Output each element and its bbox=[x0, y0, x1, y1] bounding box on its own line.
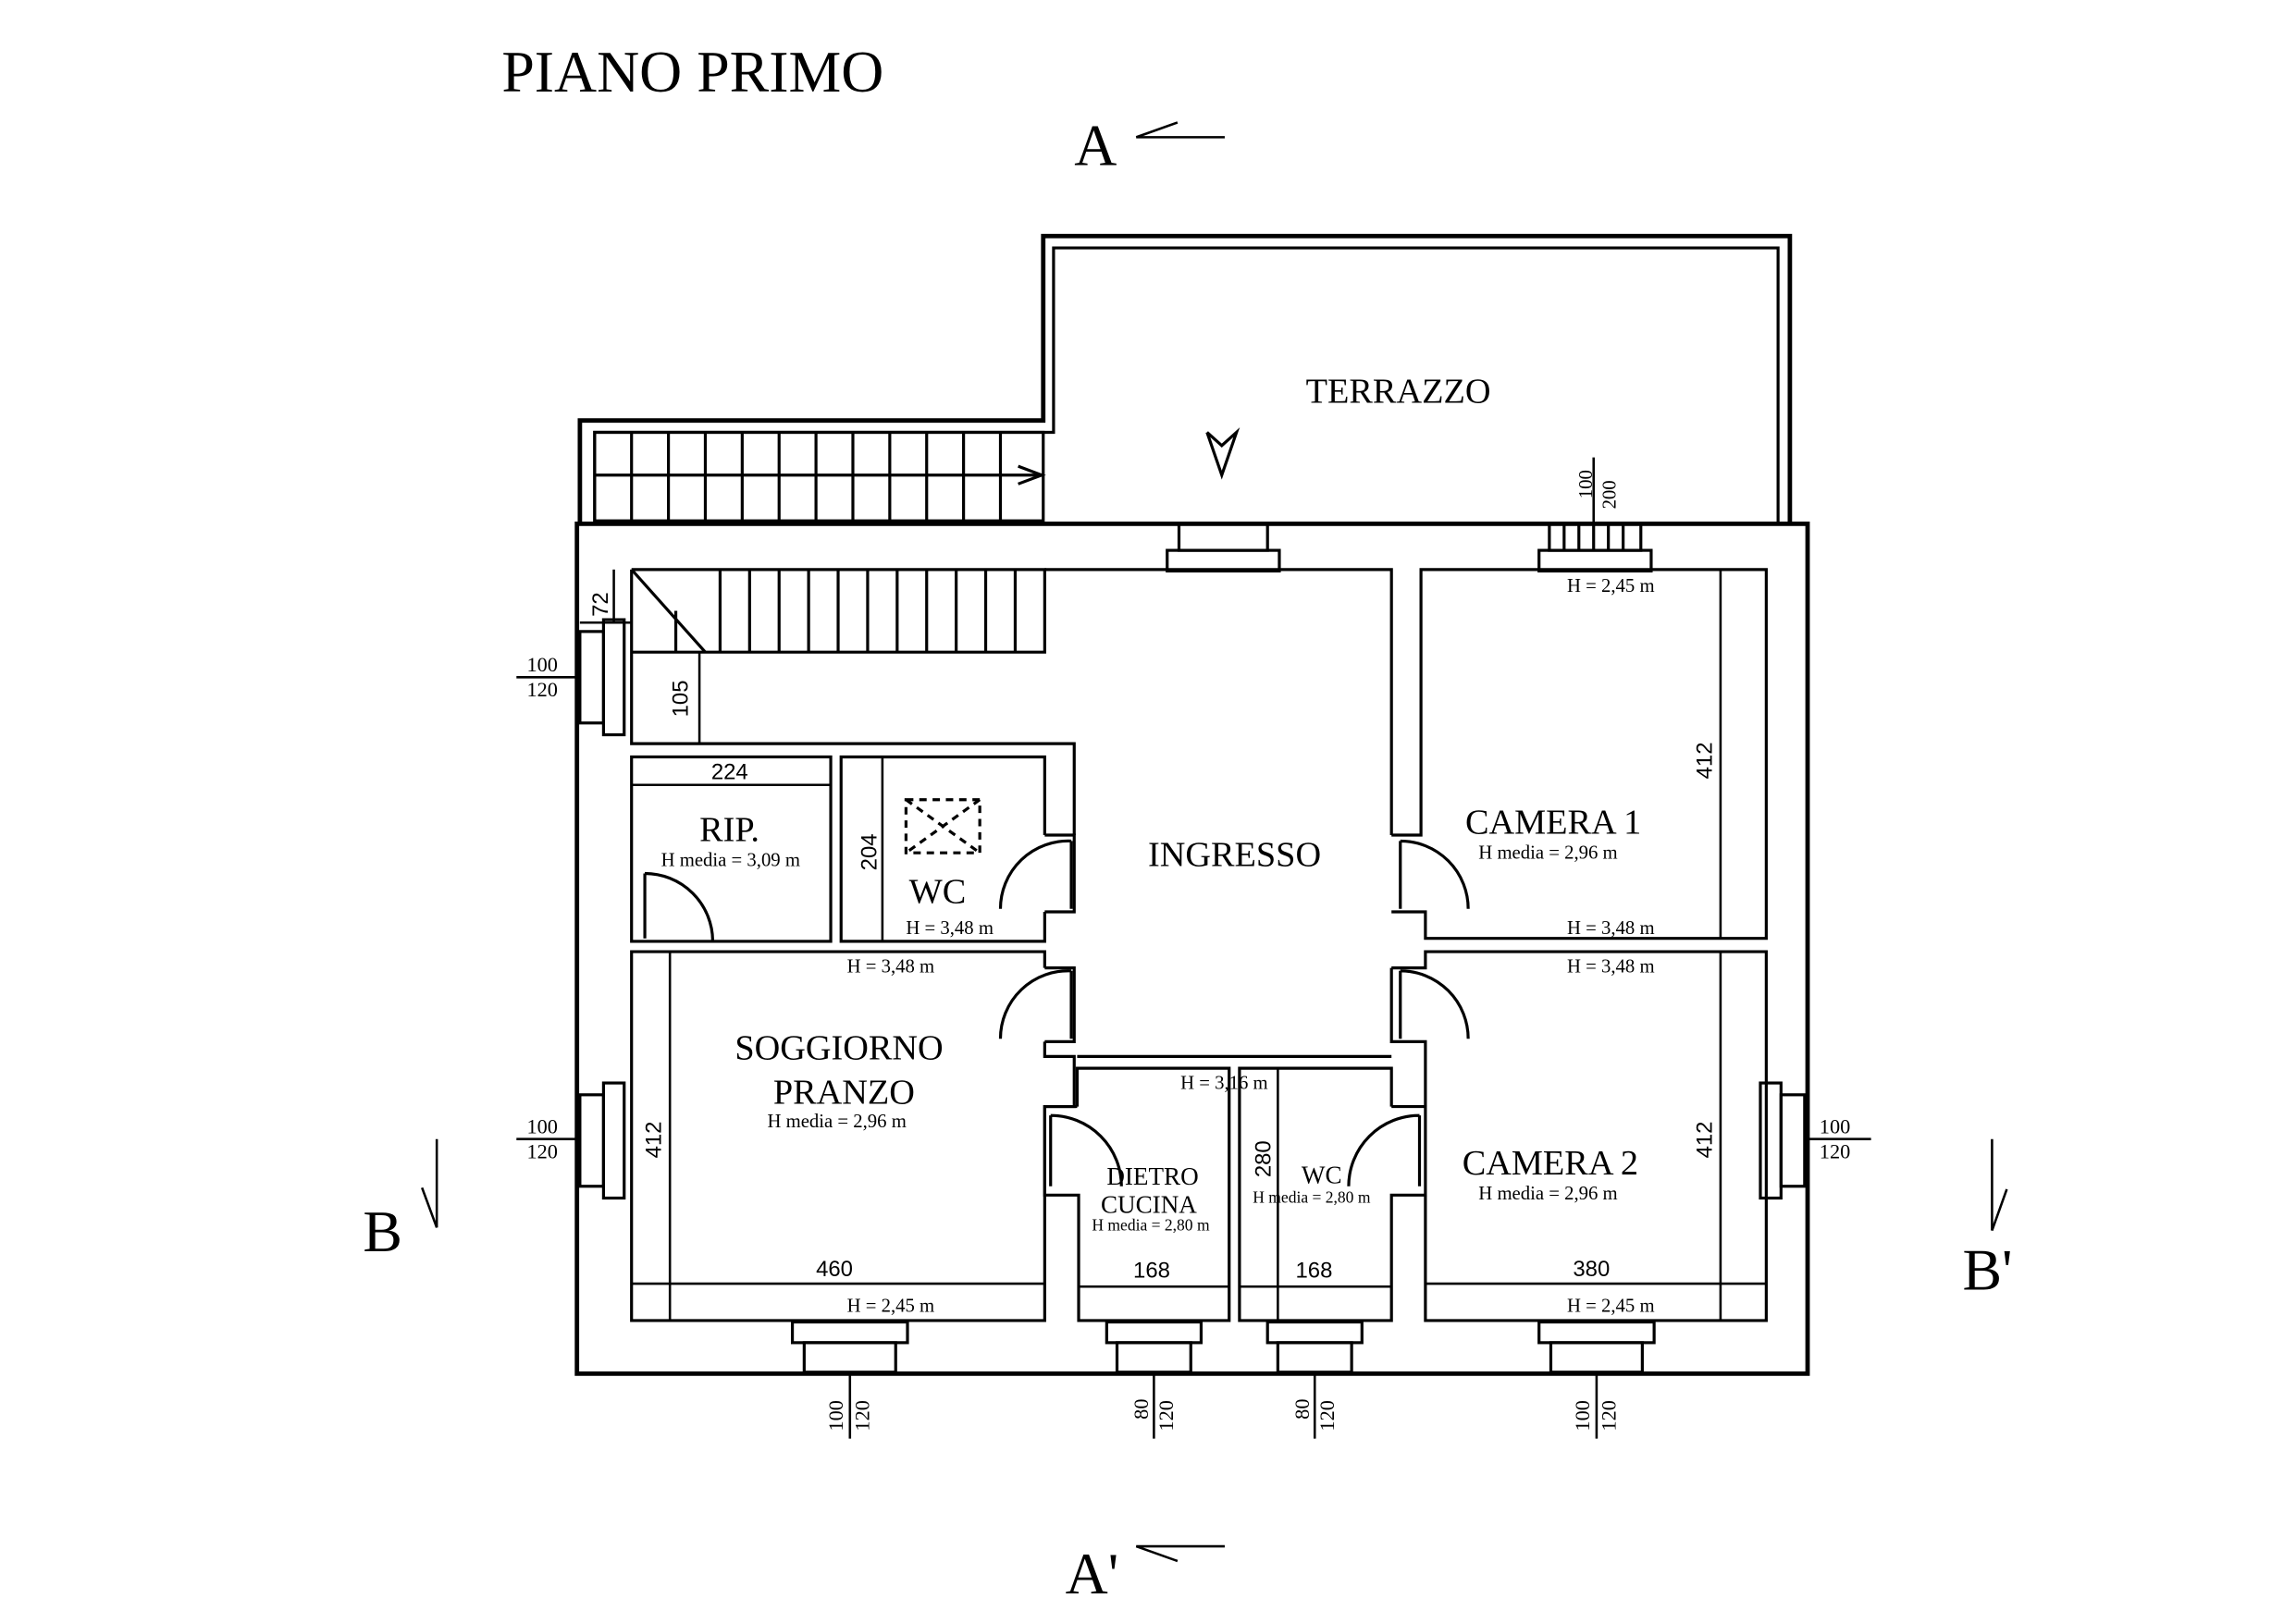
room-soggiorno-h-top: H = 3,48 m bbox=[847, 956, 935, 977]
window-left-bottom-height: 120 bbox=[526, 1139, 557, 1162]
window-right: 100 120 bbox=[1759, 1081, 1871, 1200]
window-bottom-camera2-width: 100 bbox=[1571, 1400, 1594, 1432]
window-bottom-wc: 80 120 bbox=[1265, 1320, 1364, 1439]
window-left-bottom-width: 100 bbox=[526, 1114, 557, 1137]
room-soggiorno-height: H media = 2,96 m bbox=[767, 1112, 906, 1132]
room-wc-2-height: H media = 2,80 m bbox=[1253, 1187, 1371, 1206]
dimension-stair-72: 72 bbox=[588, 592, 613, 617]
room-camera-1-label: CAMERA 1 bbox=[1465, 803, 1641, 842]
section-label-b: B bbox=[363, 1199, 402, 1264]
terrace-label: TERRAZZO bbox=[1306, 373, 1491, 412]
room-camera-1-h-bottom: H = 3,48 m bbox=[1567, 918, 1655, 939]
room-camera-1-h-top: H = 2,45 m bbox=[1567, 576, 1655, 596]
ventilation-icon bbox=[904, 798, 981, 855]
room-camera-2-height: H media = 2,96 m bbox=[1478, 1184, 1617, 1204]
window-left-bottom: 100 120 bbox=[516, 1081, 626, 1200]
dimension-stair-105: 105 bbox=[668, 680, 693, 717]
room-soggiorno: H = 3,48 m 412 SOGGIORNO PRANZO H media … bbox=[630, 950, 1076, 1322]
room-dietro-cucina-height: H media = 2,80 m bbox=[1092, 1216, 1210, 1235]
dimension-wc2-width: 168 bbox=[1296, 1259, 1333, 1284]
window-bottom-camera2: 100 120 bbox=[1537, 1320, 1656, 1439]
window-bottom-wc-width: 80 bbox=[1290, 1398, 1314, 1419]
room-camera-1: H = 2,45 m 412 CAMERA 1 H media = 2,96 m… bbox=[1391, 568, 1768, 941]
window-bottom-soggiorno: 100 120 bbox=[790, 1320, 909, 1439]
window-bottom-cucina-width: 80 bbox=[1129, 1398, 1153, 1419]
room-soggiorno-h-bottom: H = 2,45 m bbox=[847, 1296, 935, 1316]
window-bottom-cucina-height: 120 bbox=[1154, 1400, 1178, 1432]
internal-stair: 72 105 bbox=[579, 568, 1046, 744]
dimension-soggiorno-depth: 412 bbox=[642, 1122, 667, 1159]
room-dietro-cucina-label-2: CUCINA bbox=[1101, 1190, 1197, 1218]
window-top-camera1: 100 200 bbox=[1537, 457, 1653, 573]
dimension-camera2-depth: 412 bbox=[1692, 1122, 1717, 1159]
corridor-wall bbox=[630, 569, 1076, 836]
window-bottom-soggiorno-height: 120 bbox=[851, 1400, 874, 1432]
window-bottom-cucina: 80 120 bbox=[1105, 1320, 1204, 1439]
window-bottom-camera2-height: 120 bbox=[1598, 1400, 1621, 1432]
room-ingresso-label: INGRESSO bbox=[1148, 836, 1321, 875]
dimension-camera1-depth: 412 bbox=[1692, 743, 1717, 780]
room-wc-1: 204 WC H = 3,48 m bbox=[839, 755, 1076, 943]
window-bottom-soggiorno-width: 100 bbox=[824, 1400, 847, 1432]
room-ingresso-height-1: H = 3,16 m bbox=[1180, 1073, 1268, 1093]
external-stair bbox=[593, 430, 1046, 523]
room-camera-2-label: CAMERA 2 bbox=[1463, 1144, 1638, 1183]
section-marker-b-prime: B' bbox=[1963, 1138, 2013, 1302]
window-bottom-wc-height: 120 bbox=[1315, 1400, 1339, 1432]
dimension-camera2-width: 380 bbox=[1573, 1257, 1610, 1282]
section-label-b-prime: B' bbox=[1963, 1236, 2013, 1302]
room-camera-2: H = 3,48 m 412 CAMERA 2 H media = 2,96 m… bbox=[1389, 950, 1768, 1322]
room-soggiorno-label-1: SOGGIORNO bbox=[734, 1029, 943, 1068]
room-wc-1-height: H = 3,48 m bbox=[906, 918, 994, 939]
section-marker-a-prime: A' bbox=[1066, 1541, 1225, 1606]
dimension-soggiorno-width: 460 bbox=[816, 1257, 853, 1282]
dimension-dietro-cucina-width: 168 bbox=[1133, 1259, 1170, 1284]
section-marker-b: B bbox=[363, 1138, 438, 1264]
window-top-camera1-height: 200 bbox=[1600, 480, 1621, 509]
window-right-height: 120 bbox=[1820, 1139, 1850, 1162]
room-camera-2-h-top: H = 3,48 m bbox=[1567, 956, 1655, 977]
room-ripostiglio: 224 RIP. H media = 3,09 m bbox=[630, 755, 833, 943]
room-ripostiglio-height: H media = 3,09 m bbox=[661, 851, 800, 871]
room-ingresso: INGRESSO H = 3,16 m bbox=[1044, 568, 1393, 1093]
section-label-a: A bbox=[1074, 113, 1117, 178]
window-left-top-height: 120 bbox=[526, 678, 557, 701]
section-marker-a: A bbox=[1074, 113, 1225, 178]
window-left-top-width: 100 bbox=[526, 653, 557, 676]
section-label-a-prime: A' bbox=[1066, 1541, 1119, 1606]
dimension-rip-width: 224 bbox=[711, 759, 748, 784]
plan-title: PIANO PRIMO bbox=[501, 39, 883, 105]
room-wc-2: 280 WC H media = 2,80 m 168 bbox=[1238, 1066, 1427, 1322]
dimension-wc2-depth: 280 bbox=[1251, 1140, 1276, 1177]
room-wc-2-label: WC bbox=[1302, 1162, 1342, 1189]
room-camera-1-height: H media = 2,96 m bbox=[1478, 843, 1617, 864]
window-right-width: 100 bbox=[1820, 1114, 1850, 1137]
room-wc-1-label: WC bbox=[909, 872, 967, 911]
room-camera-2-h-bottom: H = 2,45 m bbox=[1567, 1296, 1655, 1316]
window-top-camera1-width: 100 bbox=[1576, 470, 1597, 498]
room-ripostiglio-label: RIP. bbox=[699, 810, 759, 849]
window-left-top: 100 120 bbox=[516, 618, 626, 737]
room-soggiorno-label-2: PRANZO bbox=[773, 1073, 915, 1112]
dimension-wc-depth: 204 bbox=[858, 833, 883, 870]
room-dietro-cucina: DIETRO CUCINA H media = 2,80 m 168 bbox=[1043, 1066, 1231, 1322]
entrance-door bbox=[1166, 522, 1281, 573]
